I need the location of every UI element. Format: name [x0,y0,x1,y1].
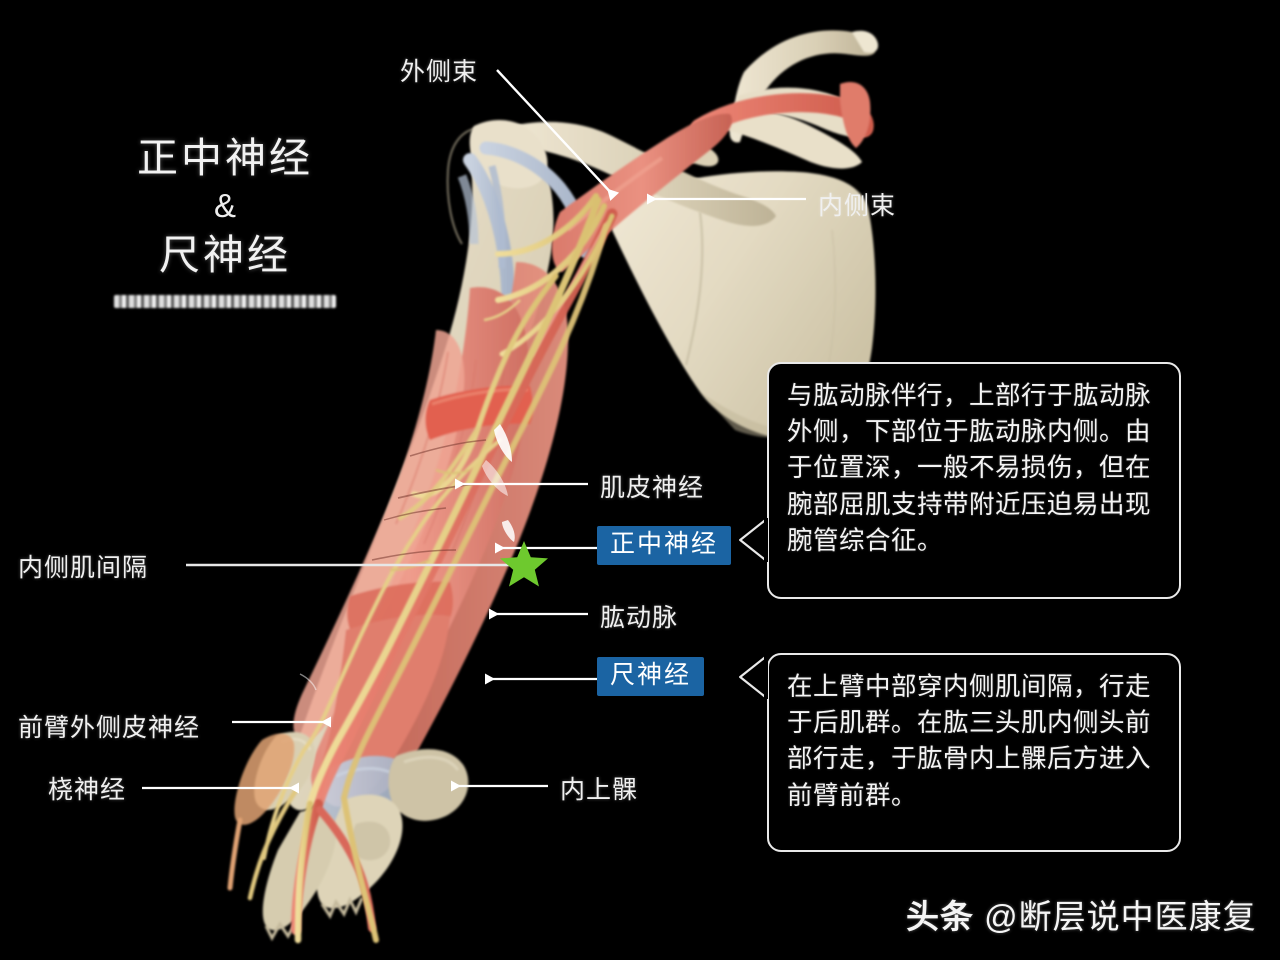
label-musculocutaneous-nerve: 肌皮神经 [600,474,705,502]
label-lateral-cord: 外侧束 [400,58,479,86]
title-line-1: 正中神经 [137,135,313,181]
watermark: 头条 @断层说中医康复 [906,890,1257,938]
label-brachial-artery: 肱动脉 [600,604,679,632]
callout-median-nerve-tail [739,518,768,562]
subclavian-artery [690,82,874,148]
clavicle [729,30,879,143]
label-medial-cord: 内侧束 [818,192,897,220]
green-star-marker [500,541,548,587]
callout-ulnar-nerve-text: 在上臂中部穿内侧肌间隔，行走于后肌群。在肱三头肌内侧头前部行走，于肱骨内上髁后方… [787,673,1152,810]
badge-median-nerve[interactable]: 正中神经 [597,526,732,565]
watermark-handle: @断层说中医康复 [974,898,1257,935]
callout-ulnar-nerve: 在上臂中部穿内侧肌间隔，行走于后肌群。在肱三头肌内侧头前部行走，于肱骨内上髁后方… [767,653,1181,852]
nerve-bundle [247,193,615,944]
label-medial-epicondyle: 内上髁 [560,776,639,804]
callout-median-nerve: 与肱动脉伴行，上部行于肱动脉外侧，下部位于肱动脉内侧。由于位置深，一般不易损伤，… [767,362,1181,599]
label-medial-intermuscular-septum: 内侧肌间隔 [18,554,149,582]
title-ampersand: & [213,187,236,225]
fascia-flap [227,733,295,891]
watermark-brand: 头条 [906,898,974,935]
title-line-2: 尺神经 [159,232,291,279]
highlights [299,424,515,691]
badge-ulnar-nerve[interactable]: 尺神经 [597,657,705,696]
callout-median-nerve-text: 与肱动脉伴行，上部行于肱动脉外侧，下部位于肱动脉内侧。由于位置深，一般不易损伤，… [787,382,1152,555]
redacted-strip [114,295,336,309]
page-title: 正中神经 & 尺神经 [110,132,340,309]
label-radial-nerve: 桡神经 [48,776,127,804]
arm-muscles [293,262,569,807]
label-lateral-antebrachial-cutaneous-nerve: 前臂外侧皮神经 [18,714,201,742]
callout-ulnar-nerve-tail [739,655,768,699]
